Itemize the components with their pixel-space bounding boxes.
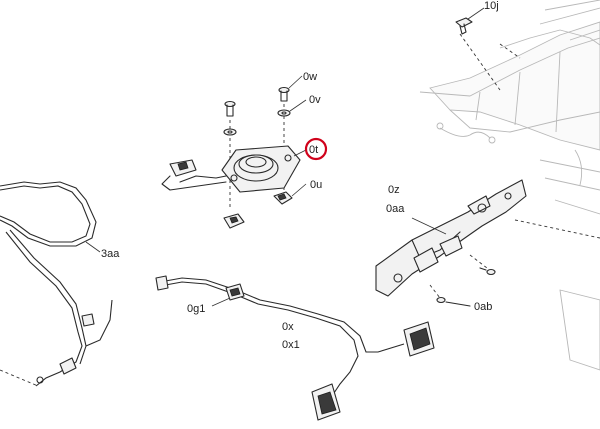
callout-10j: 10j [484,0,499,12]
nut-left [223,213,245,229]
highlight-circle [304,137,328,161]
nut-0u [273,183,307,205]
callout-0aa: 0aa [386,203,405,215]
callout-0w: 0w [303,71,317,83]
callout-0z: 0z [388,184,400,196]
bolt-left [223,100,237,136]
callout-0t: 0t [309,144,318,156]
callout-0v: 0v [309,94,321,106]
callout-3aa: 3aa [101,248,120,260]
screw-0ab [436,267,496,307]
frame-assembly-ghost [419,0,600,371]
bracket-0z [375,179,527,297]
horn-module-0t [161,145,307,193]
bolt-10j [455,7,485,35]
washer-0v [277,99,307,117]
wire-harness-3aa [0,181,113,387]
callout-0x1: 0x1 [282,339,300,351]
wire-harness-0x [155,275,435,421]
callout-labels: 10j 0w 0v 0t 0u 0z 0aa 3aa 0g1 0x 0x1 0a… [101,0,499,351]
callout-0u: 0u [310,179,322,191]
bolt-0w [278,75,303,102]
callout-0g1: 0g1 [187,303,205,315]
callout-0x: 0x [282,321,294,333]
callout-0ab: 0ab [474,301,492,313]
